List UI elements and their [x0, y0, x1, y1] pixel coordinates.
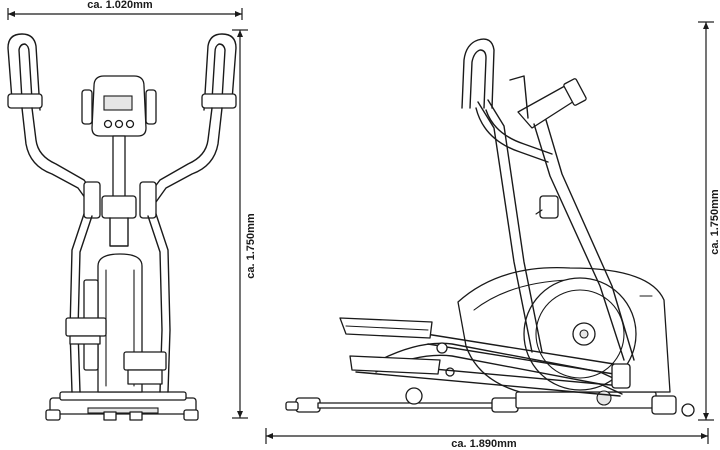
side-console [509, 75, 635, 389]
length-dimension: ca. 1.890mm [265, 428, 709, 450]
width-label: ca. 1.020mm [87, 0, 153, 11]
length-label: ca. 1.890mm [451, 438, 517, 450]
front-console [81, 75, 157, 137]
side-pedals [339, 317, 448, 375]
front-height-label: ca. 1.750mm [245, 213, 257, 279]
width-dimension: ca. 1.020mm [7, 0, 243, 20]
side-height-dimension: ca. 1.750mm [698, 21, 720, 421]
front-height-dimension: ca. 1.750mm [232, 29, 257, 419]
side-height-label: ca. 1.750mm [709, 189, 720, 255]
front-mast [83, 135, 157, 247]
front-base [45, 391, 199, 421]
side-handle [461, 38, 553, 353]
front-pedals [65, 317, 167, 385]
front-left-handle [7, 33, 97, 203]
front-right-handle [147, 33, 237, 203]
side-base-rail [285, 391, 695, 417]
side-view [285, 38, 695, 417]
side-housing [457, 266, 671, 393]
front-view [7, 33, 237, 421]
